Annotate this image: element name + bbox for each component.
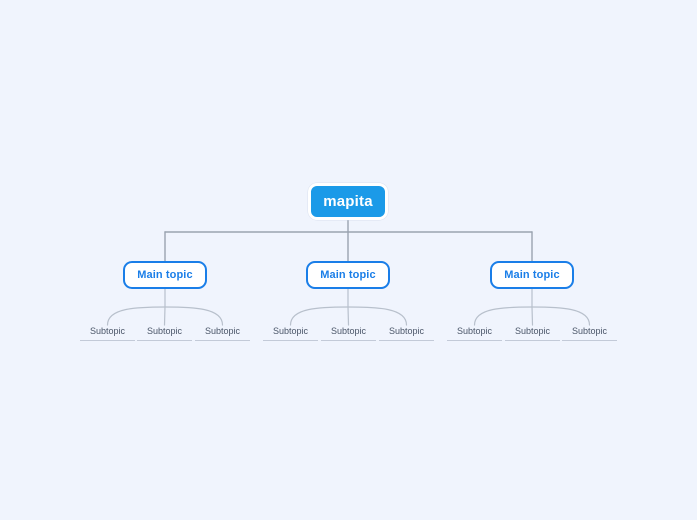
root-node[interactable]: mapita [308,183,388,220]
subtopic-connector [531,306,534,326]
subtopic-node-2-2[interactable]: Subtopic [321,325,376,341]
subtopic-connector [289,306,349,326]
subtopic-node-2-3[interactable]: Subtopic [379,325,434,341]
subtopic-connector [347,306,408,326]
main-topic-node-3[interactable]: Main topic [490,261,574,289]
subtopic-node-1-1[interactable]: Subtopic [80,325,135,341]
subtopic-node-3-1[interactable]: Subtopic [447,325,502,341]
subtopic-connector [473,306,533,326]
subtopic-node-3-3[interactable]: Subtopic [562,325,617,341]
main-topic-node-1[interactable]: Main topic [123,261,207,289]
subtopic-connector [347,306,350,326]
main-topic-node-2[interactable]: Main topic [306,261,390,289]
subtopic-node-1-3[interactable]: Subtopic [195,325,250,341]
subtopic-node-3-2[interactable]: Subtopic [505,325,560,341]
subtopic-node-1-2[interactable]: Subtopic [137,325,192,341]
subtopic-connector [164,306,224,326]
subtopic-connector [106,306,166,326]
subtopic-connector [163,306,166,326]
subtopic-connector [531,306,591,326]
subtopic-node-2-1[interactable]: Subtopic [263,325,318,341]
